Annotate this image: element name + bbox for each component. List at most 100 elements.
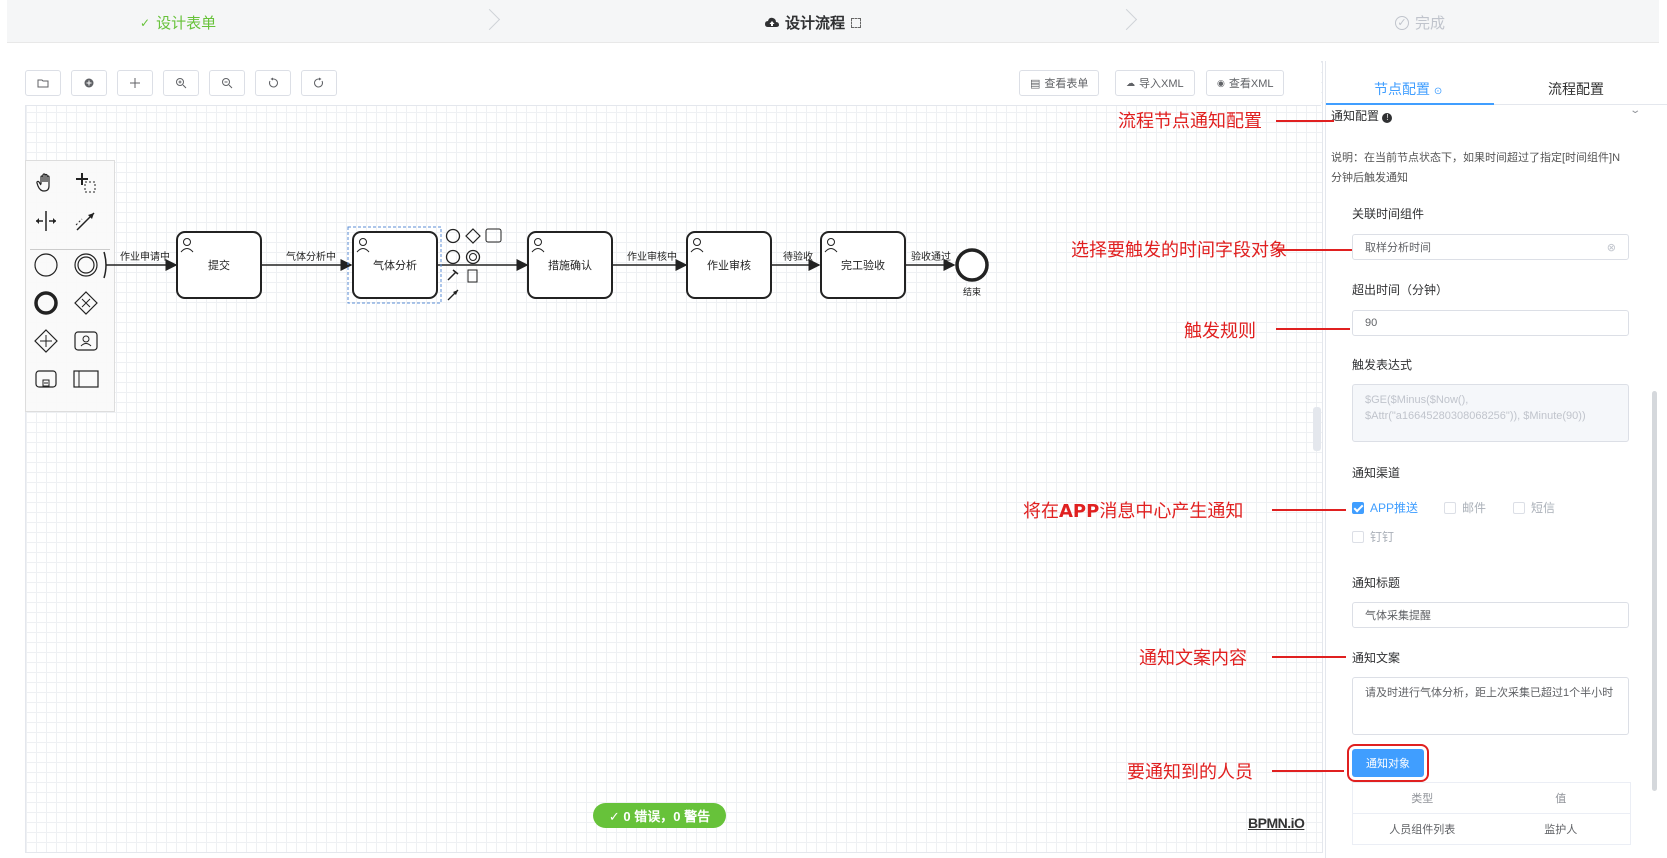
lint-status-badge[interactable]: ✓ 0 错误，0 警告 [593,803,726,828]
section-header-notify[interactable]: 通知配置 ! [1331,107,1393,124]
toggle-icon: ⊙ [1433,86,1443,97]
channel-dingtalk-checkbox[interactable]: 钉钉 [1352,528,1394,545]
task-measure-confirm[interactable]: 措施确认 [527,231,613,299]
step-label: 完成 [1415,15,1446,32]
button-label: 查看表单 [1044,78,1089,90]
task-work-review[interactable]: 作业审核 [686,231,772,299]
panel-resize-handle[interactable] [1313,407,1321,451]
button-label: 导入XML [1139,78,1184,90]
annotation-line [1276,249,1352,251]
pool-button[interactable] [70,363,102,395]
checkbox-icon [1352,530,1364,543]
notify-content-textarea[interactable]: 请及时进行气体分析，距上次采集已超过1个半小时 [1352,677,1629,735]
table-row[interactable]: 人员组件列表 监护人 [1353,814,1630,844]
record-button[interactable] [71,70,107,96]
clear-icon[interactable]: ⊗ [1606,241,1616,254]
channel-label: 通知渠道 [1352,466,1401,480]
info-icon: ! [1382,113,1393,123]
table-header: 值 [1555,793,1567,805]
tab-node-config[interactable]: 节点配置 ⊙ [1374,79,1442,99]
task-label: 气体分析 [373,258,417,272]
task-completion-acceptance[interactable]: 完工验收 [820,231,906,299]
end-event-button[interactable] [30,287,62,319]
tab-divider [1326,104,1667,105]
user-icon [827,238,835,246]
import-xml-button[interactable]: ☁ 导入XML [1115,70,1195,96]
connect-tool-button[interactable] [70,205,102,237]
user-task-button[interactable] [70,325,102,357]
redo-button[interactable] [301,70,337,96]
channel-email-checkbox[interactable]: 邮件 [1444,499,1486,516]
subprocess-button[interactable] [30,363,62,395]
flow-label: 气体分析中 [286,250,336,263]
user-icon [183,238,191,246]
user-icon [693,238,701,246]
start-event-icon [34,253,58,277]
zoom-out-button[interactable] [209,70,245,96]
folder-icon [37,79,49,88]
parallel-gateway-icon [34,329,58,353]
lasso-tool-button[interactable] [70,167,102,199]
step-label: 设计表单 [156,15,217,32]
move-button[interactable] [117,70,153,96]
expression-textarea[interactable]: $GE($Minus($Now(), $Attr("a1664528030806… [1352,384,1629,442]
parallel-gateway-button[interactable] [30,325,62,357]
notify-target-button[interactable]: 通知对象 [1347,744,1429,782]
intermediate-event-icon [74,253,98,277]
timeout-label: 超出时间（分钟） [1352,283,1449,297]
tab-flow-config[interactable]: 流程配置 [1548,81,1604,97]
time-component-select[interactable]: 取样分析时间 ⊗ [1352,234,1629,260]
check-circle-icon: ✓ [1395,15,1409,30]
undo-button[interactable] [255,70,291,96]
space-tool-button[interactable] [30,205,62,237]
open-button[interactable] [25,70,61,96]
annotation-line [1272,509,1346,511]
table-header: 类型 [1411,793,1434,805]
checkbox-checked-icon [1352,501,1364,514]
flow-label: 待验收 [783,250,813,263]
step-finish[interactable]: ✓ 完成 [1395,12,1445,33]
intermediate-event-button[interactable] [70,249,102,281]
tab-active-indicator [1326,103,1494,105]
step-label: 设计流程 [785,15,846,32]
task-submit[interactable]: 提交 [176,231,262,299]
table-cell: 监护人 [1544,824,1578,836]
annotation-app-notify: 将在APP消息中心产生通知 [1023,497,1243,523]
record-icon [84,78,94,88]
panel-scrollbar[interactable] [1652,391,1657,791]
view-form-button[interactable]: ▤ 查看表单 [1019,70,1100,96]
annotation-line [1272,656,1346,658]
annotation-time-field: 选择要触发的时间字段对象 [1071,240,1287,261]
channel-app-checkbox[interactable]: APP推送 [1352,499,1418,516]
redo-icon [314,77,323,88]
pool-icon [73,370,99,388]
notify-title-input[interactable]: 气体采集提醒 [1352,602,1629,628]
end-event-icon [34,291,58,315]
view-xml-button[interactable]: ◉ 查看XML [1206,70,1285,96]
trash-icon [467,269,478,283]
hand-tool-button[interactable] [30,167,62,199]
notify-content-label: 通知文案 [1352,651,1401,665]
chevron-down-icon[interactable]: ⌄ [1629,105,1642,116]
task-gas-analysis[interactable]: 气体分析 [352,231,438,299]
zoom-in-icon [176,78,187,89]
context-pad[interactable] [445,228,502,301]
step-design-flow[interactable]: 设计流程 [765,12,862,33]
channel-sms-checkbox[interactable]: 短信 [1513,499,1555,516]
start-event-button[interactable] [30,249,62,281]
checkbox-label: APP推送 [1370,501,1419,515]
gateway-icon [74,291,98,315]
timeout-input[interactable]: 90 [1352,310,1629,336]
exclusive-gateway-button[interactable] [70,287,102,319]
bpmn-io-logo[interactable]: BPMN.iO [1248,815,1305,831]
task-label: 完工验收 [841,258,885,272]
step-design-form[interactable]: ✓ 设计表单 [140,12,216,33]
tab-label: 节点配置 [1374,81,1430,97]
zoom-in-button[interactable] [163,70,199,96]
annotation-bold: APP [1059,501,1100,522]
task-label: 措施确认 [548,258,592,272]
bpmn-palette [25,160,115,412]
bpmn-canvas[interactable] [25,61,1323,853]
palette-divider [30,249,110,250]
end-event[interactable]: 结束 [955,248,989,297]
